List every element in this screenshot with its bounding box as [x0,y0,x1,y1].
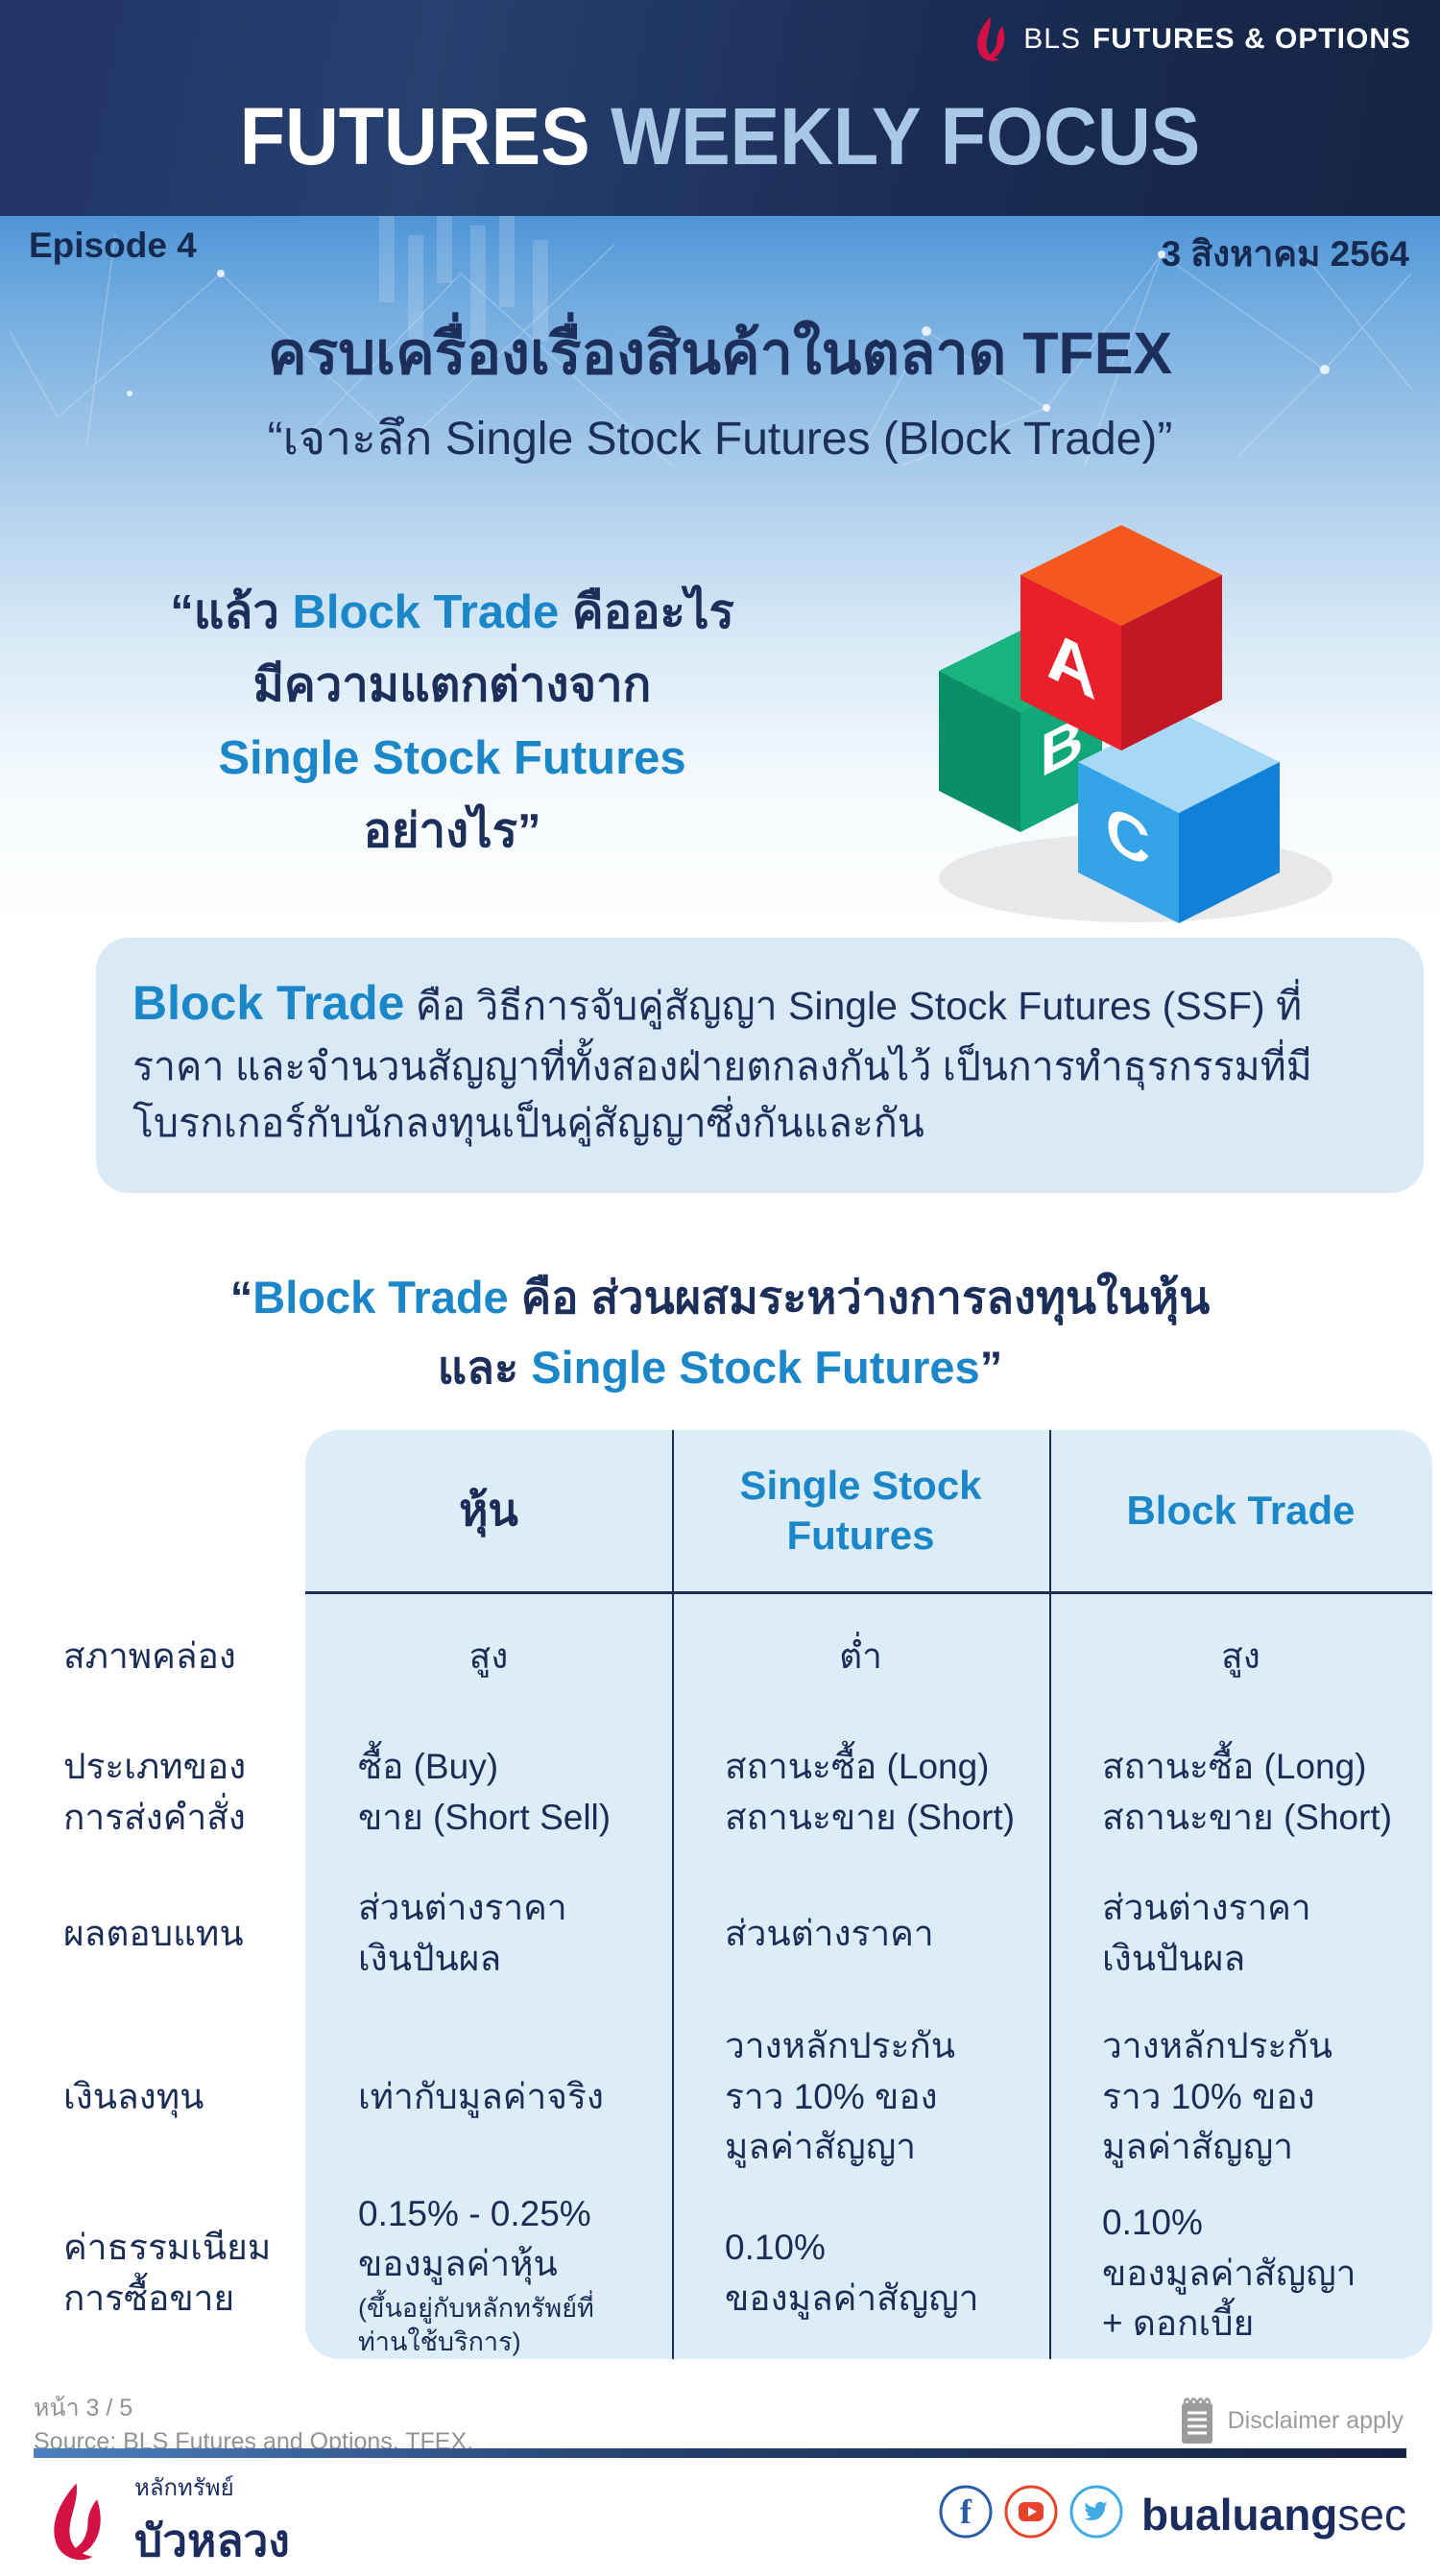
episode-label: Episode 4 [29,226,197,265]
block-a-cube: A [1020,525,1222,751]
svg-text:f: f [960,2493,972,2531]
bualuang-logo-line1: หลักทรัพย์ [134,2475,234,2501]
twitter-icon[interactable] [1068,2484,1124,2544]
bualuangsec-wordmark: bualuangsec [1141,2489,1406,2540]
bls-logo-name: BLS [1023,23,1081,55]
bualuang-logo-text: หลักทรัพย์ บัวหลวง [134,2469,290,2576]
mix-quote: “Block Trade คือ ส่วนผสมระหว่างการลงทุนใ… [229,1272,1211,1393]
bualuangsec-light: sec [1337,2489,1406,2540]
table-cell-r1c3: สูง [1221,1636,1260,1677]
abc-blocks-illustration: B C A [939,525,1332,923]
row-label-5: ค่าธรรมเนียม การซื้อขาย [63,2228,272,2318]
definition-box: Block Trade คือ วิธีการจับคู่สัญญา Singl… [96,938,1424,1193]
bualuang-flame-icon [54,2483,101,2561]
row-label-3: ผลตอบแทน [63,1913,244,1953]
table-cell-r5c1: 0.15% - 0.25% ของมูลค่าหุ้น(ขึ้นอยู่กับห… [358,2193,594,2356]
hero-section: Episode 4 3 สิงหาคม 2564 ครบเครื่องเรื่อ… [0,216,1440,931]
headline: ครบเครื่องเรื่องสินค้าในตลาด TFEX [267,321,1173,386]
column-header-1: หุ้น [459,1485,518,1536]
table-cell-r1c1: สูง [468,1636,509,1677]
row-label-4: เงินลงทุน [63,2076,204,2116]
table-cell-r5c3: 0.10% ของมูลค่าสัญญา + ดอกเบี้ย [1102,2203,1356,2344]
table-cell-r3c1: ส่วนต่างราคา เงินปันผล [358,1888,567,1978]
table-cell-r2c3: สถานะซื้อ (Long) สถานะขาย (Short) [1102,1746,1393,1837]
disclaimer: Disclaimer apply [1178,2396,1404,2445]
divider-bar [34,2448,1406,2458]
question-quote: “แล้ว Block Trade คืออะไรมีความแตกต่างจา… [170,586,734,857]
bls-flame-icon [977,16,1005,61]
column-header-2: Single Stock Futures [739,1462,982,1559]
facebook-icon[interactable]: f [938,2484,994,2544]
table-cell-r4c2: วางหลักประกัน ราว 10% ของ มูลค่าสัญญา [725,2026,956,2167]
social-links: f bualuangsec [938,2484,1406,2544]
header-band: BLS FUTURES & OPTIONS FUTURES WEEKLY FOC… [0,0,1440,216]
table-cell-r2c1: ซื้อ (Buy) ขาย (Short Sell) [358,1746,612,1837]
date-label: 3 สิงหาคม 2564 [1161,234,1409,274]
subtitle: “เจาะลึก Single Stock Futures (Block Tra… [267,414,1173,465]
table-cell-r3c3: ส่วนต่างราคา เงินปันผล [1102,1888,1311,1978]
disclaimer-icon [1181,2397,1212,2444]
table-cell-r4c1: เท่ากับมูลค่าจริง [358,2076,604,2116]
page-title: FUTURES WEEKLY FOCUS [239,91,1201,181]
table-cell-r4c3: วางหลักประกัน ราว 10% ของ มูลค่าสัญญา [1102,2026,1333,2167]
bualuang-logo: หลักทรัพย์ บัวหลวง [36,2469,290,2576]
table-corner [58,1430,305,1591]
table-divider-vertical-1 [672,1430,674,2359]
table-cell-r2c2: สถานะซื้อ (Long) สถานะขาย (Short) [725,1746,1016,1837]
table-cell-r5c2: 0.10% ของมูลค่าสัญญา [725,2228,979,2318]
bls-logo-suffix: FUTURES & OPTIONS [1092,23,1411,55]
column-header-3: Block Trade [1126,1487,1356,1533]
episode-row: Episode 4 3 สิงหาคม 2564 [29,226,1409,282]
disclaimer-label: Disclaimer apply [1227,2406,1404,2434]
table-cell-r1c2: ต่ำ [839,1636,882,1677]
bls-logo: BLS FUTURES & OPTIONS [972,15,1411,63]
row-label-2: ประเภทของ การส่งคำสั่ง [63,1746,247,1837]
row-label-1: สภาพคล่อง [63,1636,236,1677]
bualuangsec-bold: bualuang [1140,2489,1338,2540]
comparison-table: หุ้น Single Stock Futures Block Trade สภาพค… [58,1430,1432,2359]
youtube-icon[interactable] [1003,2484,1059,2544]
page-number: หน้า 3 / 5 [34,2395,133,2421]
bualuang-logo-line2: บัวหลวง [134,2516,290,2565]
block-c-cube: C [1078,712,1280,923]
table-divider-vertical-2 [1049,1430,1051,2359]
table-grid: หุ้น Single Stock Futures Block Trade สภาพค… [58,1430,1432,2359]
table-header-underline [305,1591,1432,1594]
table-cell-r3c2: ส่วนต่างราคา [725,1913,934,1953]
table-background [305,1430,1432,2359]
